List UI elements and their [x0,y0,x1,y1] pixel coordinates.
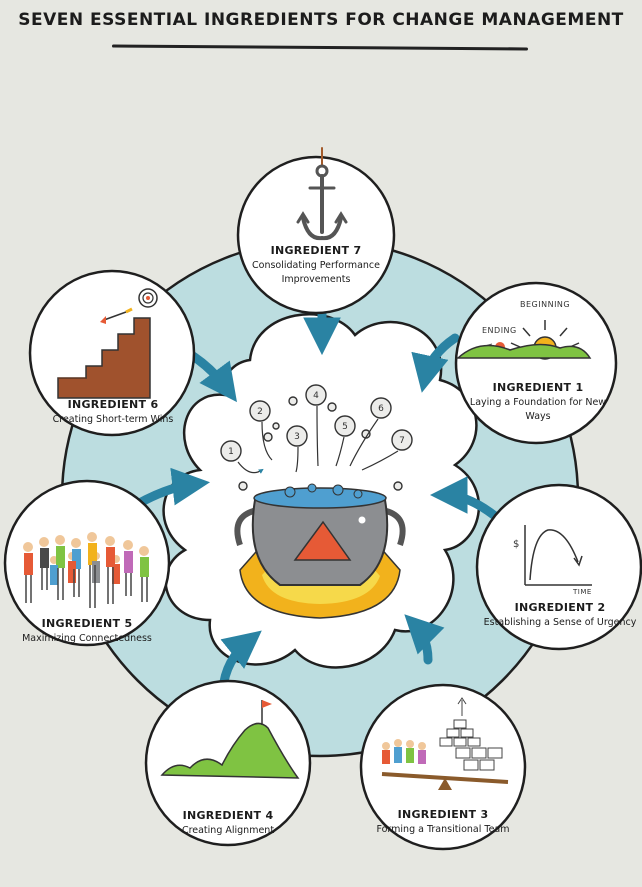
ingredient-2-description: Establishing a Sense of Urgency [483,617,637,628]
ingredient-1-description: Laying a Foundation for New Ways [469,397,607,422]
ingredient-3-description: Forming a Transitional Team [376,824,510,835]
bubble-number-6: 6 [378,404,384,414]
sunrise-ending-label: ENDING [482,326,517,335]
ingredient-6-caption: INGREDIENT 6 Creating Short-term Wins [40,398,186,427]
ingredient-6-description: Creating Short-term Wins [52,414,174,425]
cauldron-icon [234,483,406,619]
people-circle-icon [23,532,149,608]
stairs-target-icon [57,288,158,399]
ingredient-5-heading: INGREDIENT 5 [41,617,133,630]
bubble-number-2: 2 [257,407,263,417]
ingredient-1-heading: INGREDIENT 1 [492,381,584,394]
ingredient-1-caption: INGREDIENT 1 Laying a Foundation for New… [456,381,620,424]
anchor-icon [296,147,348,241]
bubble-number-4: 4 [313,391,319,401]
bubble-number-7: 7 [399,436,405,446]
ingredient-7-caption: INGREDIENT 7 Consolidating Performance I… [246,244,386,287]
ingredient-3-heading: INGREDIENT 3 [397,808,489,821]
sunrise-beginning-label: BEGINNING [520,300,571,309]
ingredient-2-heading: INGREDIENT 2 [514,601,606,614]
ingredient-7-heading: INGREDIENT 7 [270,244,362,257]
bubble-number-3: 3 [294,432,300,442]
ingredient-2-caption: INGREDIENT 2 Establishing a Sense of Urg… [480,601,640,630]
ingredient-4-heading: INGREDIENT 4 [182,809,274,822]
ingredient-4-caption: INGREDIENT 4 Creating Alignment [158,809,298,838]
ingredient-3-caption: INGREDIENT 3 Forming a Transitional Team [369,808,517,837]
ingredient-1-circle [454,281,618,445]
ingredient-5-caption: INGREDIENT 5 Maximizing Connectedness [10,617,164,646]
ingredient-4-description: Creating Alignment [181,825,275,836]
page-title: SEVEN ESSENTIAL INGREDIENTS FOR CHANGE M… [18,10,624,30]
ingredient-6-heading: INGREDIENT 6 [67,398,159,411]
ingredient-7-description: Consolidating Performance Improvements [252,260,380,285]
ingredient-5-circle [3,479,171,647]
number-bubbles: 1 2 3 4 5 6 7 [220,384,413,491]
ingredient-3-circle [359,683,527,851]
team-balance-icon [381,697,509,790]
sunrise-icon [456,320,592,360]
bubble-1 [220,384,413,491]
bubble-number-5: 5 [342,422,348,432]
urgency-chart-icon [524,525,592,586]
ingredient-5-description: Maximizing Connectedness [22,633,152,644]
ingredient-2-circle [475,483,642,651]
chart-x-label: TIME [573,588,592,596]
ingredient-7-circle [236,155,396,315]
mountain-flag-icon [160,700,300,779]
bubble-number-1: 1 [228,447,234,457]
chart-y-label: $ [513,539,520,550]
